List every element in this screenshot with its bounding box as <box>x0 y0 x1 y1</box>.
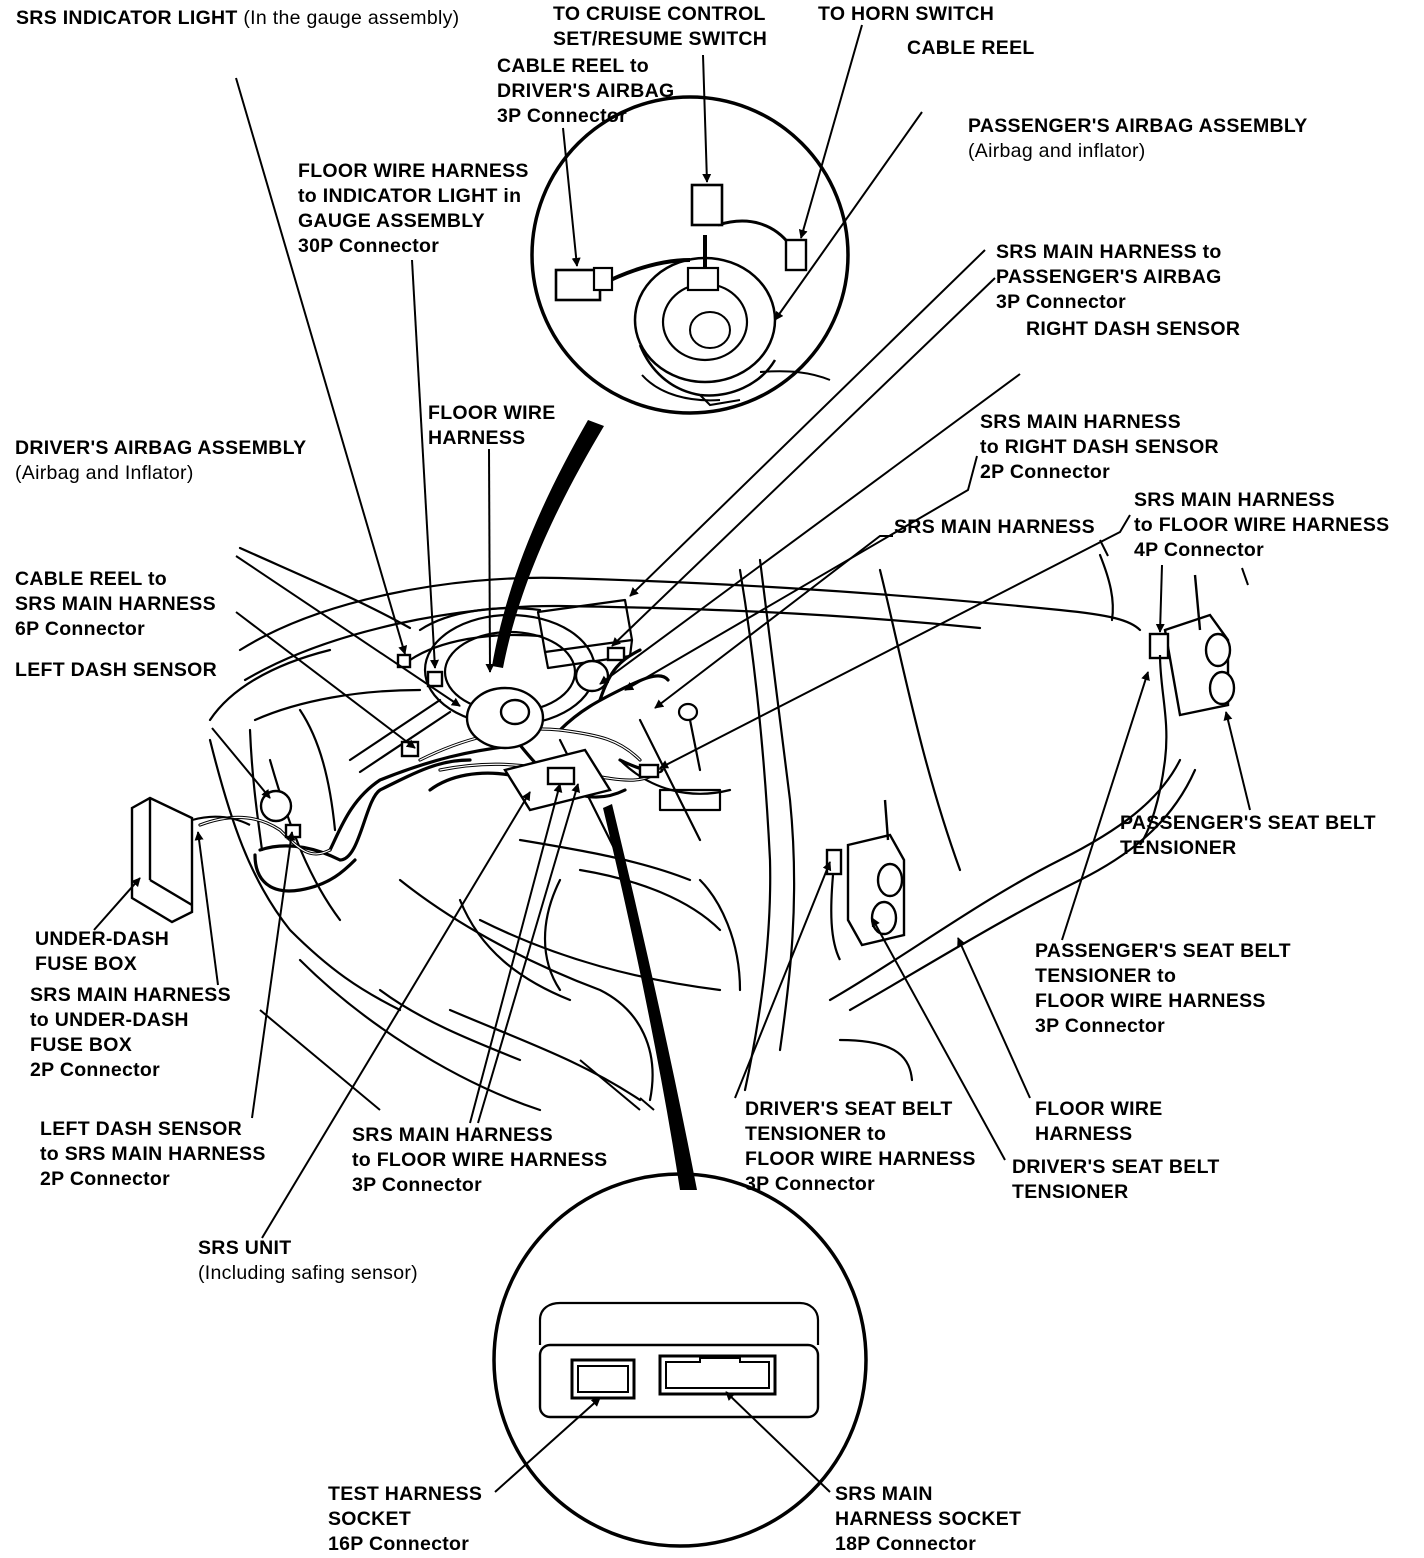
leader-drivers-airbag <box>235 555 461 707</box>
leader-srs-main-to-floor-4p <box>659 514 1131 769</box>
under-dash-fuse-box <box>130 796 194 924</box>
leader-horn-switch <box>798 24 863 239</box>
leader-srs-main-to-floor-3p-b <box>477 783 581 1124</box>
leader-srs-main-to-fuse-box <box>194 831 219 986</box>
label-srs-main-harness-to-floor-wire-3p: SRS MAIN HARNESS to FLOOR WIRE HARNESS 3… <box>352 1124 608 1196</box>
leader-cable-reel-to-drivers-airbag <box>562 127 581 267</box>
label-drivers-seat-belt-tensioner: DRIVER'S SEAT BELT TENSIONER <box>1012 1156 1220 1203</box>
component-shapes <box>130 574 1236 947</box>
tensioner-wires <box>191 654 1168 961</box>
leader-passengers-seat-belt-tensioner <box>1223 711 1251 811</box>
label-test-harness-socket: TEST HARNESS SOCKET 16P Connector <box>328 1483 483 1555</box>
leader-cable-reel <box>774 111 923 321</box>
label-srs-main-harness-to-right-dash-sensor: SRS MAIN HARNESS to RIGHT DASH SENSOR 2P… <box>980 411 1219 483</box>
leader-tail-bottom <box>639 1097 655 1111</box>
leader-srs-main-harness <box>654 535 893 709</box>
label-cable-reel-to-srs-main-harness: CABLE REEL to SRS MAIN HARNESS 6P Connec… <box>15 568 216 640</box>
leader-floor-wire-top <box>485 448 495 673</box>
label-drivers-seat-belt-tensioner-to-floor: DRIVER'S SEAT BELT TENSIONER to FLOOR WI… <box>745 1098 976 1195</box>
leader-floor-extra <box>579 1059 641 1111</box>
label-srs-main-harness-to-passengers-airbag: SRS MAIN HARNESS to PASSENGER'S AIRBAG 3… <box>996 241 1222 313</box>
label-srs-main-harness-to-under-dash-fuse-box: SRS MAIN HARNESS to UNDER-DASH FUSE BOX … <box>30 984 231 1081</box>
leader-4p-connector-small <box>1241 567 1249 586</box>
leader-under-dash-fuse-box <box>93 877 141 931</box>
leader-srs-main-to-passengers-airbag <box>611 277 996 647</box>
leader-srs-main-to-floor-3p-a <box>469 783 563 1124</box>
cable-reel-magnified-view <box>530 95 850 415</box>
leader-left-dash-sensor <box>211 727 271 799</box>
leader-passengers-tensioner-to-floor <box>1061 671 1150 941</box>
label-floor-wire-harness-bottom: FLOOR WIRE HARNESS <box>1035 1098 1163 1145</box>
leader-floor-wire-bottom <box>957 937 1031 1099</box>
leader-floor-wire-to-indicator <box>411 259 440 669</box>
right-dash-sensor <box>574 659 610 693</box>
label-srs-indicator-light: SRS INDICATOR LIGHT (In the gauge assemb… <box>16 7 460 29</box>
srs-unit-pointer-wedge <box>603 804 697 1190</box>
label-drivers-airbag-assembly: DRIVER'S AIRBAG ASSEMBLY (Airbag and Inf… <box>15 437 307 484</box>
left-dash-sensor <box>259 789 293 823</box>
label-to-horn-switch: TO HORN SWITCH <box>818 3 995 25</box>
leader-drivers-seat-belt-tensioner <box>871 917 1006 1161</box>
cable-reel-pointer-wedge <box>492 420 604 668</box>
leader-srs-indicator-light <box>235 77 408 655</box>
leader-test-harness-socket <box>494 1397 601 1493</box>
label-passengers-airbag-assembly: PASSENGER'S AIRBAG ASSEMBLY (Airbag and … <box>968 115 1308 162</box>
label-srs-main-harness: SRS MAIN HARNESS <box>894 516 1095 538</box>
leader-srs-unit <box>261 791 531 1239</box>
label-srs-main-harness-socket: SRS MAIN HARNESS SOCKET 18P Connector <box>835 1483 1022 1555</box>
leader-right-dash-sensor <box>599 373 1021 685</box>
leader-lines <box>93 24 1251 1493</box>
leader-srs-main-harness-socket <box>725 1391 831 1493</box>
leader-drivers-tensioner-to-floor <box>734 861 832 1099</box>
leader-4p-connector-to-tensioner <box>1155 564 1165 633</box>
label-floor-wire-harness-to-indicator: FLOOR WIRE HARNESS to INDICATOR LIGHT in… <box>298 160 529 257</box>
leader-srs-unit-extra <box>259 1009 381 1111</box>
label-cable-reel: CABLE REEL <box>907 37 1035 59</box>
leader-cable-reel-to-srs-main <box>235 611 416 749</box>
label-to-cruise-control: TO CRUISE CONTROL SET/RESUME SWITCH <box>553 3 768 50</box>
label-passengers-seat-belt-tensioner-to-floor: PASSENGER'S SEAT BELT TENSIONER to FLOOR… <box>1035 940 1291 1037</box>
srs-unit-magnified-view <box>492 1172 868 1548</box>
label-left-dash-sensor: LEFT DASH SENSOR <box>15 659 217 681</box>
leader-srs-main-to-right-dash <box>624 455 978 691</box>
label-passengers-seat-belt-tensioner: PASSENGER'S SEAT BELT TENSIONER <box>1120 812 1376 859</box>
label-right-dash-sensor: RIGHT DASH SENSOR <box>1026 318 1241 340</box>
leader-left-dash-sensor-to-srs <box>251 831 296 1119</box>
label-srs-main-harness-to-floor-wire-4p: SRS MAIN HARNESS to FLOOR WIRE HARNESS 4… <box>1134 489 1390 561</box>
label-floor-wire-harness-top: FLOOR WIRE HARNESS <box>428 402 556 449</box>
label-left-dash-sensor-to-srs-main-harness: LEFT DASH SENSOR to SRS MAIN HARNESS 2P … <box>40 1118 266 1190</box>
label-srs-unit: SRS UNIT (Including safing sensor) <box>198 1237 418 1284</box>
label-cable-reel-to-drivers-airbag: CABLE REEL to DRIVER'S AIRBAG 3P Connect… <box>497 55 675 127</box>
label-under-dash-fuse-box: UNDER-DASH FUSE BOX <box>35 928 170 975</box>
leader-cruise-control <box>702 54 712 183</box>
leader-passengers-airbag <box>629 249 986 597</box>
